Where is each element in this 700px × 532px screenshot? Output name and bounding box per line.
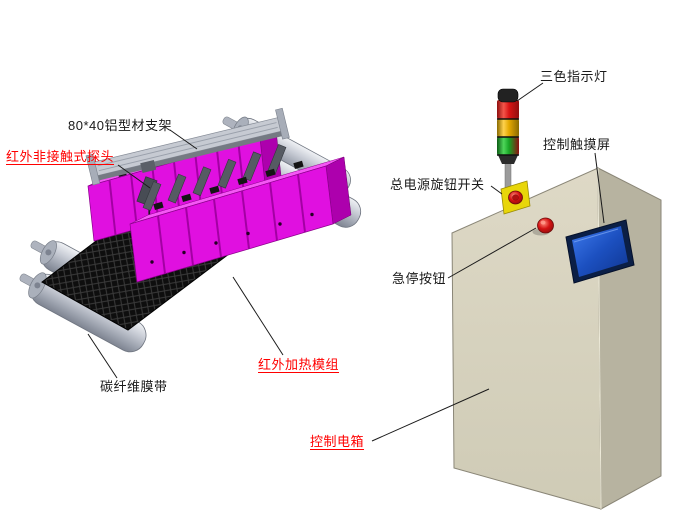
stack-light-green — [497, 137, 519, 155]
leader-touchscreen — [594, 152, 605, 224]
leader-estop — [447, 227, 537, 279]
stack-light-yellow — [497, 119, 519, 137]
leader-lines — [87, 82, 605, 442]
label-touchscreen: 控制触摸屏 — [543, 137, 611, 152]
heater-screws — [150, 212, 314, 264]
label-carbon-belt: 碳纤维膜带 — [100, 379, 168, 394]
label-estop: 急停按钮 — [392, 271, 447, 286]
leader-power — [490, 185, 503, 195]
label-aluminum-bracket: 80*40铝型材支架 — [68, 118, 172, 133]
stack-light-red — [497, 100, 519, 119]
label-ir-probe: 红外非接触式探头 — [6, 149, 115, 164]
leader-belt — [87, 333, 118, 379]
leader-bracket — [169, 129, 198, 150]
heater-ribs — [157, 174, 306, 274]
label-power-switch: 总电源旋钮开关 — [390, 177, 485, 192]
leader-controlbox — [371, 388, 490, 442]
probe-clamps — [142, 144, 287, 211]
leader-probe — [117, 164, 151, 189]
cabinet-front-face — [451, 167, 602, 510]
stack-light-base — [498, 155, 518, 164]
estop-button — [532, 217, 554, 236]
cabinet-side-face — [597, 167, 662, 510]
leader-heater — [232, 276, 284, 356]
lower-heating-module — [129, 156, 352, 283]
control-touchscreen — [565, 219, 635, 284]
control-cabinet — [451, 167, 662, 510]
label-heating-module: 红外加热模组 — [258, 357, 340, 372]
power-rotary-switch — [500, 180, 531, 215]
aluminum-rail — [85, 107, 290, 186]
label-control-box: 控制电箱 — [310, 434, 365, 449]
heater-top-connectors — [153, 160, 304, 210]
label-stack-light: 三色指示灯 — [540, 69, 608, 84]
leader-stacklight — [516, 82, 544, 102]
stack-light-cap — [497, 88, 519, 103]
